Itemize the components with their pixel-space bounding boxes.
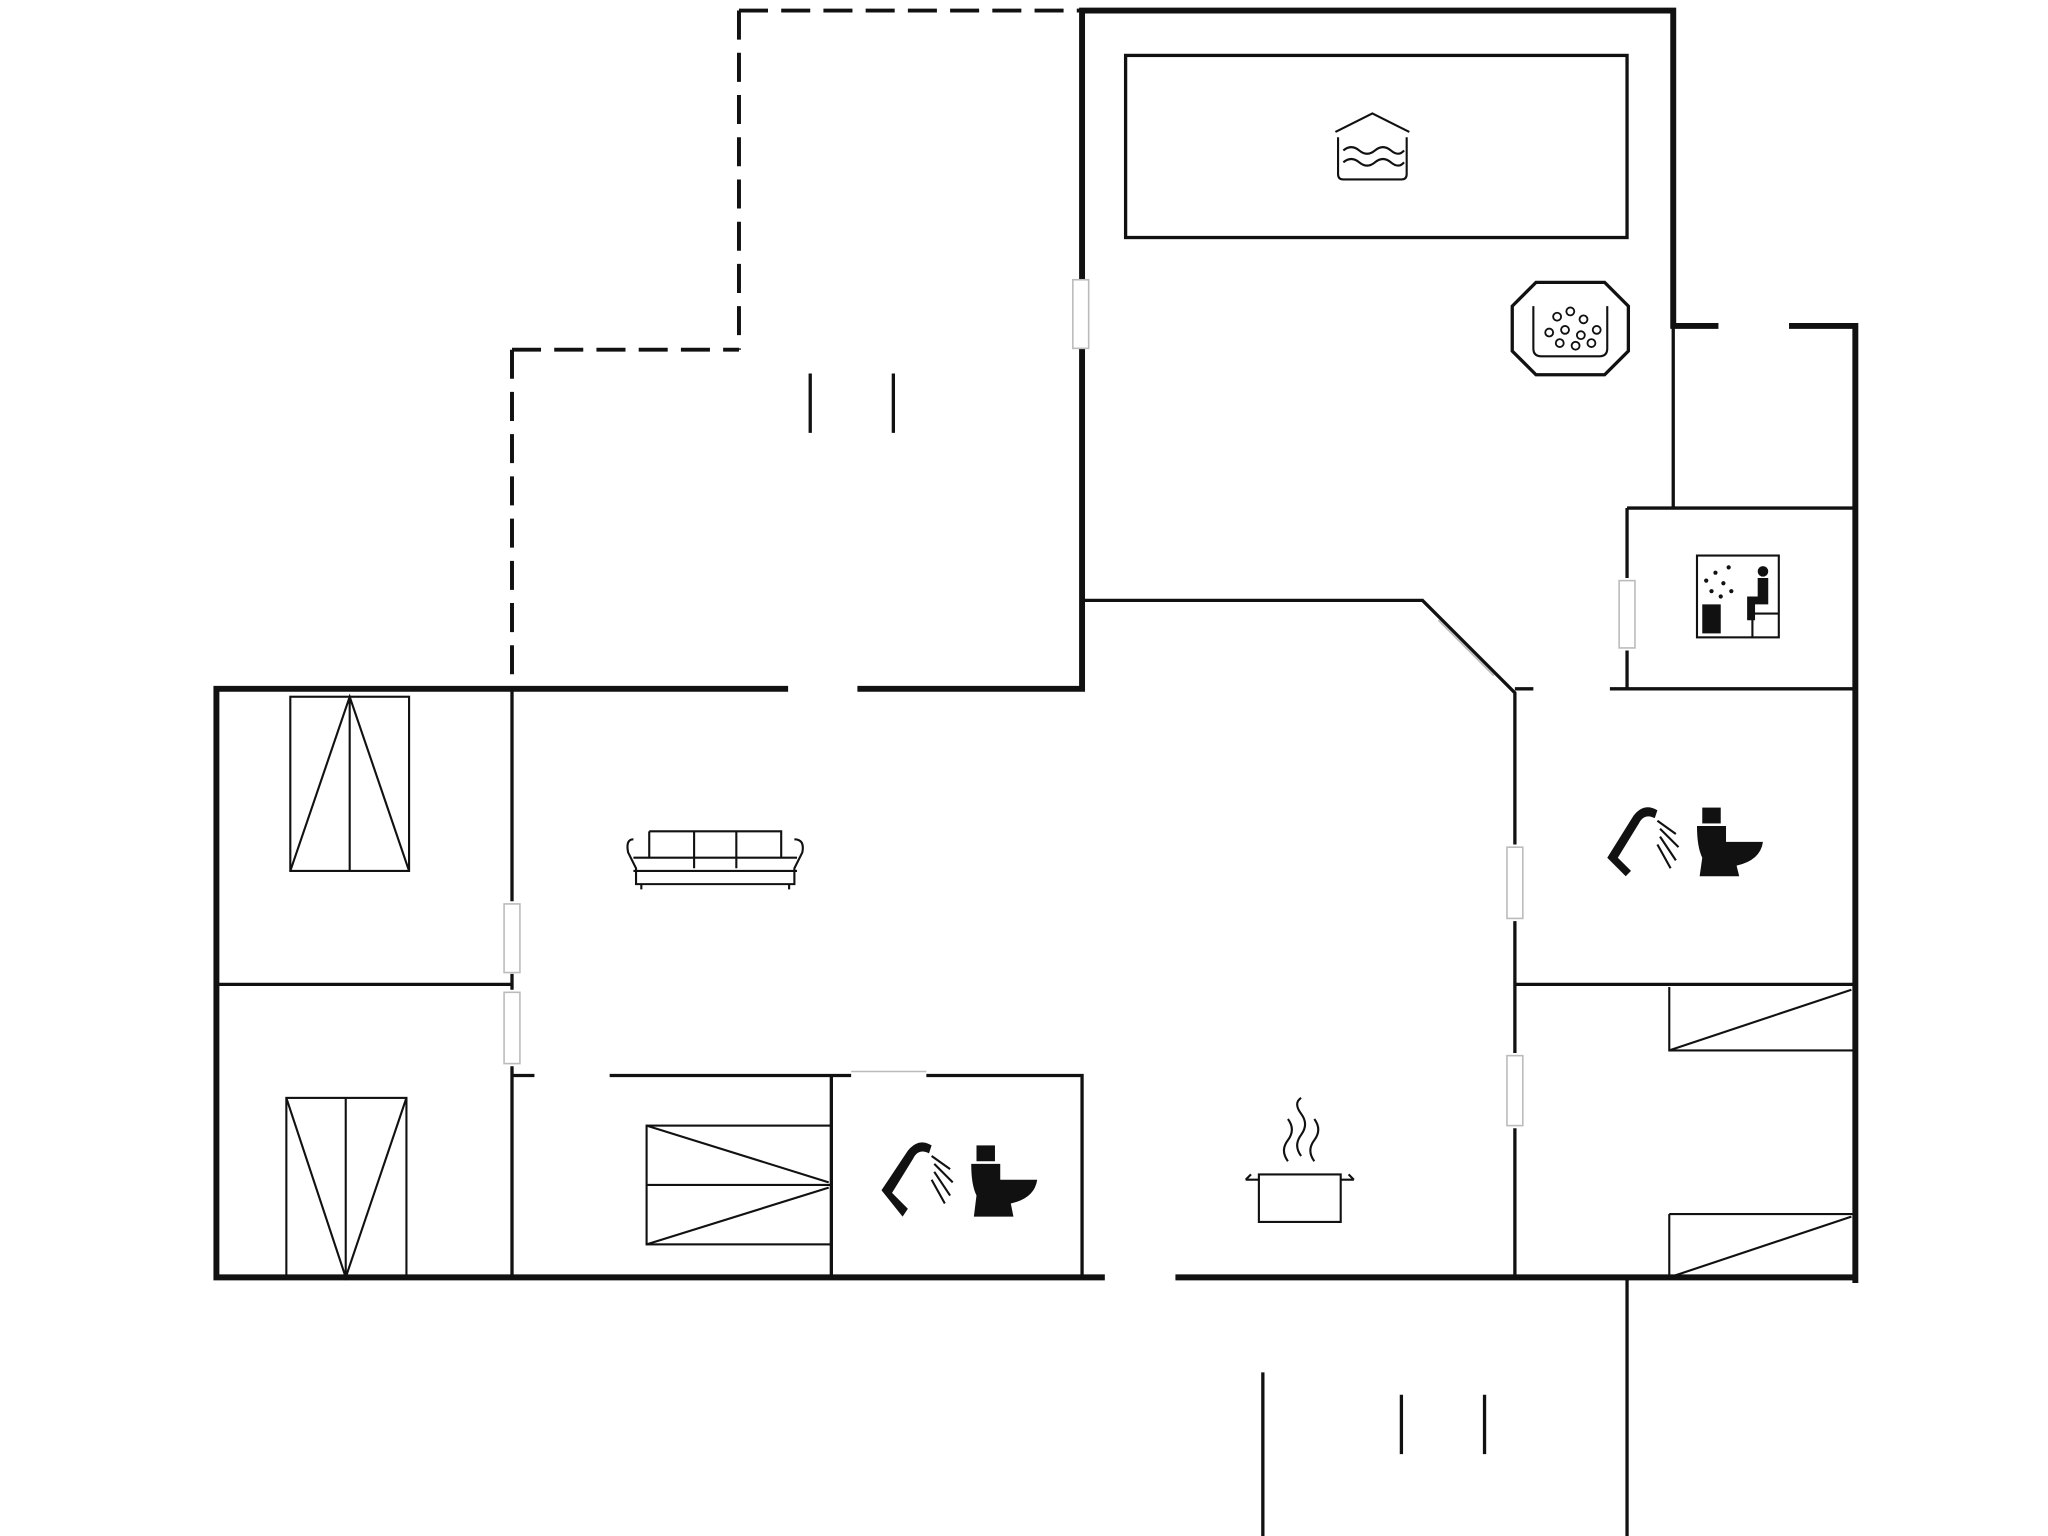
doors [503, 278, 1636, 1127]
shower-icon [1607, 807, 1680, 877]
outer-walls [213, 7, 1859, 1283]
double-bed-icon [285, 1096, 408, 1281]
pool-icon [1334, 112, 1410, 181]
pool [1123, 53, 1629, 240]
bathroom-east [1607, 807, 1763, 877]
wardrobes [1668, 987, 1853, 1279]
interior-walls [216, 325, 1856, 1278]
hot-tub-icon [1510, 280, 1631, 377]
stairs-icon [645, 1124, 833, 1246]
shower-icon [881, 1142, 954, 1217]
terrace-south [1261, 1280, 1629, 1536]
bathroom-south [881, 1142, 1038, 1217]
toilet-icon [971, 1145, 1038, 1217]
toilet-icon [1696, 807, 1763, 877]
double-bed-icon [289, 693, 411, 872]
cooking-pot-icon [1244, 1097, 1355, 1223]
terrace-north [510, 8, 1080, 687]
sofa-icon [626, 830, 804, 890]
sauna-icon [1695, 554, 1780, 639]
